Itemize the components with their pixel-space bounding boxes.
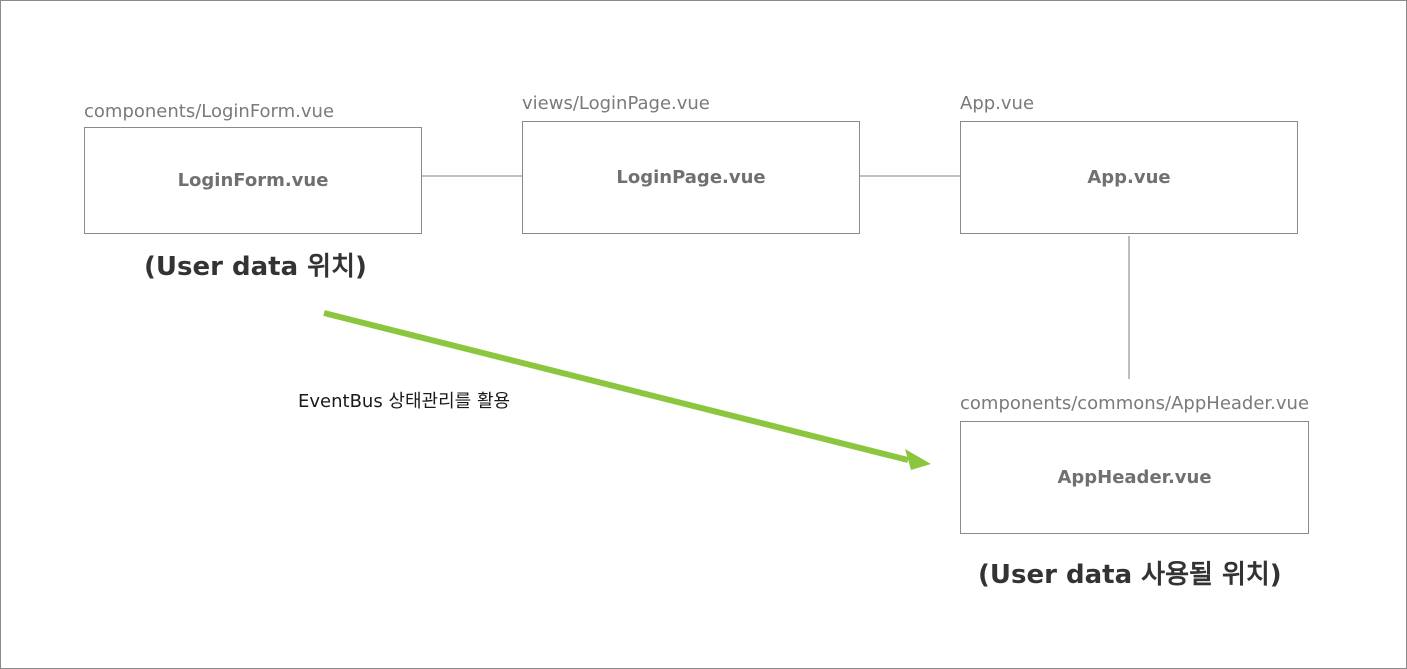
app-path-label: App.vue: [960, 93, 1035, 114]
loginform-path-label: components/LoginForm.vue: [84, 101, 335, 122]
eventbus-arrow-head: [905, 449, 931, 470]
appheader-title: AppHeader.vue: [1057, 467, 1212, 488]
appheader-path-label: components/commons/AppHeader.vue: [960, 393, 1310, 414]
eventbus-arrow-label: EventBus 상태관리를 활용: [298, 391, 511, 412]
user-data-target-note: (User data 사용될 위치): [978, 560, 1282, 590]
eventbus-arrow: [323, 310, 909, 463]
loginform-title: LoginForm.vue: [177, 170, 329, 191]
app-title: App.vue: [1087, 167, 1171, 188]
user-data-source-note: (User data 위치): [144, 252, 367, 282]
loginform-box[interactable]: LoginForm.vue: [84, 127, 422, 234]
app-box[interactable]: App.vue: [960, 121, 1298, 234]
loginpage-path-label: views/LoginPage.vue: [522, 93, 710, 114]
appheader-box[interactable]: AppHeader.vue: [960, 421, 1309, 534]
loginpage-box[interactable]: LoginPage.vue: [522, 121, 860, 234]
loginpage-title: LoginPage.vue: [616, 167, 766, 188]
